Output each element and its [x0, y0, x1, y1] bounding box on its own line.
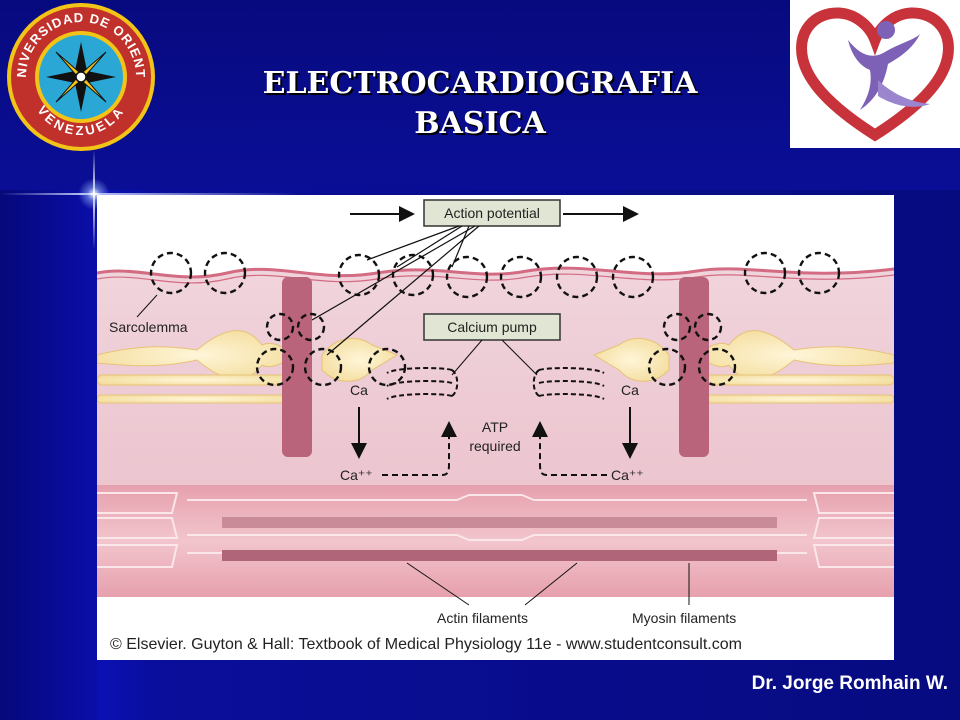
lens-flare-horizontal	[0, 193, 300, 195]
action-potential-circles	[149, 251, 841, 387]
sarcoplasmic-reticulum-right	[692, 330, 895, 404]
myosin-filament-lower	[222, 550, 777, 561]
myosin-filaments-label: Myosin filaments	[632, 610, 736, 626]
calcium-pump-box	[423, 313, 561, 341]
atp-label: ATP	[482, 419, 508, 435]
calcium-pump-label: Calcium pump	[447, 319, 537, 335]
ca-ion-label-right: Ca⁺⁺	[611, 467, 644, 483]
t-tubule-right	[679, 277, 709, 457]
author-name: Dr. Jorge Romhain W.	[751, 673, 948, 694]
action-potential-box	[423, 199, 561, 227]
t-tubule-left	[282, 277, 312, 457]
sarcolemma-label: Sarcolemma	[109, 319, 188, 335]
atp-required-label: required	[469, 438, 520, 454]
ca-label-right: Ca	[621, 382, 639, 398]
university-seal-logo: UNIVERSIDAD DE ORIENTE VENEZUELA	[4, 0, 155, 151]
sarcoplasmic-reticulum-left	[96, 330, 299, 404]
figure-credit: © Elsevier. Guyton & Hall: Textbook of M…	[110, 636, 742, 653]
title-line-2: BASICA	[414, 106, 546, 141]
ca-label-left: Ca	[350, 382, 368, 398]
myosin-filament-upper	[222, 517, 777, 528]
action-potential-label: Action potential	[444, 205, 540, 221]
compass-star-icon	[46, 42, 116, 112]
muscle-excitation-diagram: Action potential Sarcolemma Calcium pump…	[96, 195, 895, 660]
title-line-1: ELECTROCARDIOGRAFIA	[262, 66, 698, 101]
sarcolemma-membrane	[96, 266, 895, 279]
slide-title: ELECTROCARDIOGRAFIA BASICA	[230, 64, 730, 144]
heart-person-logo	[796, 7, 954, 142]
heart-person-logo-panel	[790, 0, 960, 148]
actin-filaments-label: Actin filaments	[437, 610, 528, 626]
ca-ion-label-left: Ca⁺⁺	[340, 467, 373, 483]
diagram-svg: Action potential Sarcolemma Calcium pump…	[96, 199, 895, 626]
